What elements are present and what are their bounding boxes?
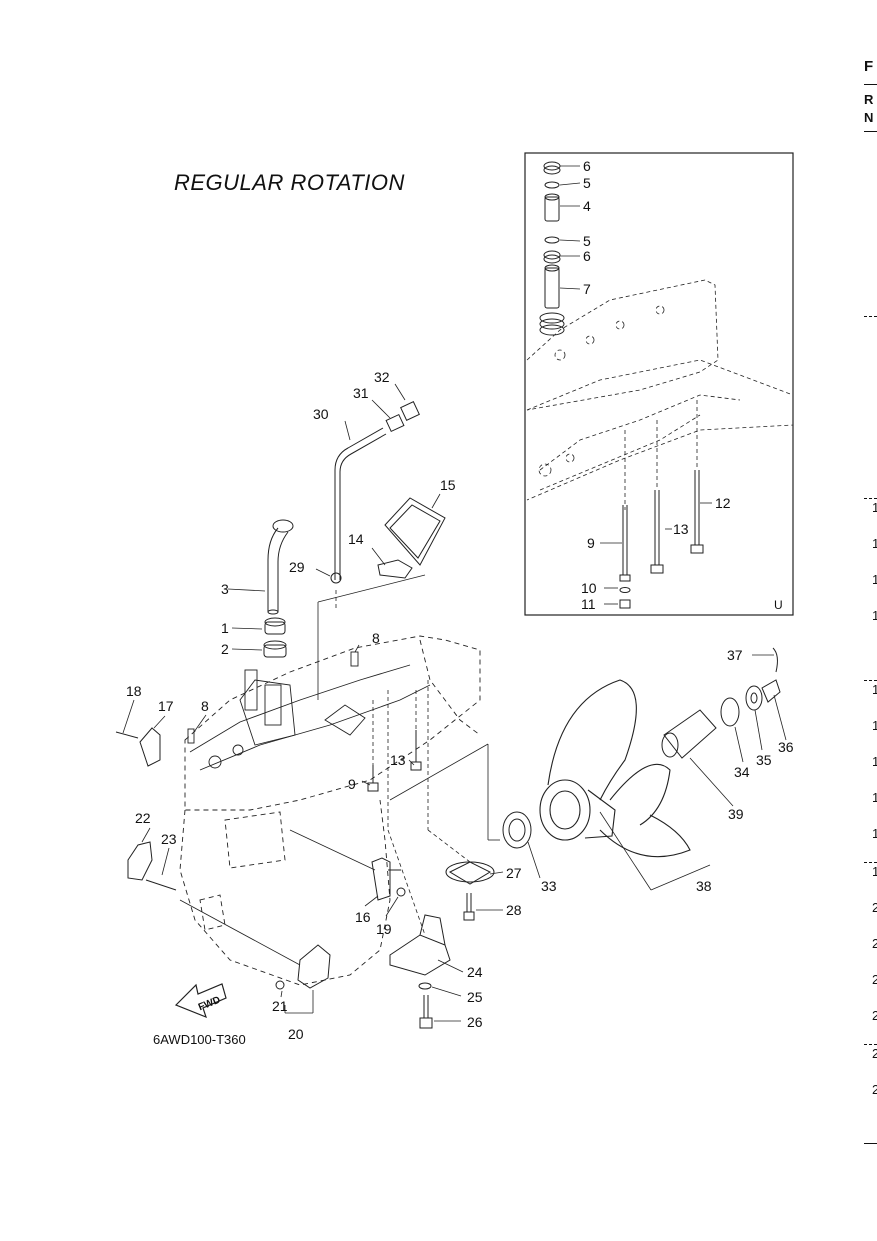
callout-12: 12 <box>715 495 731 511</box>
lower-case <box>179 635 481 986</box>
callout-23: 23 <box>161 831 177 847</box>
inset-corner-mark: U <box>774 598 783 612</box>
thrust-washer <box>502 811 532 849</box>
cavitation-plate <box>389 914 451 1029</box>
edge-row-9: 1 <box>872 826 877 841</box>
edge-row-13: 2 <box>872 972 877 987</box>
callout-19: 19 <box>376 921 392 937</box>
fwd-arrow-icon <box>174 983 227 1019</box>
edge-row-6: 1 <box>872 718 877 733</box>
callout-9b: 9 <box>348 776 356 792</box>
edge-rule-2 <box>864 131 877 132</box>
edge-rule-6 <box>864 862 877 863</box>
inset-housing <box>526 279 794 510</box>
edge-row-2: 1 <box>872 536 877 551</box>
edge-row-5: 1 <box>872 682 877 697</box>
callout-35: 35 <box>756 752 772 768</box>
inset-bolts <box>619 470 704 609</box>
edge-row-12: 2 <box>872 936 877 951</box>
callout-21: 21 <box>272 998 288 1014</box>
callout-3: 3 <box>221 581 229 597</box>
edge-row-7: 1 <box>872 754 877 769</box>
callout-9a: 9 <box>587 535 595 551</box>
callout-14: 14 <box>348 531 364 547</box>
edge-rule-8 <box>864 1143 877 1144</box>
edge-row-11: 2 <box>872 900 877 915</box>
inset-sleeve-stack <box>539 161 565 336</box>
edge-row-15: 2 <box>872 1046 877 1061</box>
callout-37: 37 <box>727 647 743 663</box>
callout-29: 29 <box>289 559 305 575</box>
edge-row-8: 1 <box>872 790 877 805</box>
edge-rule-4 <box>864 498 877 499</box>
propeller <box>539 679 691 858</box>
callout-34: 34 <box>734 764 750 780</box>
edge-row-4: 1 <box>872 608 877 623</box>
edge-rule-3 <box>864 316 877 317</box>
callout-24: 24 <box>467 964 483 980</box>
callout-15: 15 <box>440 477 456 493</box>
callout-6a: 6 <box>583 158 591 174</box>
callout-6b: 6 <box>583 248 591 264</box>
edge-row-1: 1 <box>872 500 877 515</box>
leader-lines <box>122 383 787 1022</box>
gaskets <box>377 497 446 579</box>
anodes <box>115 727 391 989</box>
edge-rule-5 <box>864 680 877 681</box>
callout-16: 16 <box>355 909 371 925</box>
fwd-arrow-label: FWD <box>197 995 222 1014</box>
edge-header-3: N <box>864 110 874 125</box>
callout-5a: 5 <box>583 175 591 191</box>
callout-22: 22 <box>135 810 151 826</box>
case-deck <box>187 651 431 771</box>
edge-header-2: R <box>864 92 874 107</box>
small-bolts <box>275 572 422 990</box>
edge-row-10: 1 <box>872 864 877 879</box>
water-tube <box>334 401 420 580</box>
callout-10: 10 <box>581 580 597 596</box>
callout-1: 1 <box>221 620 229 636</box>
callout-labels: 1 2 3 4 5 5 6 6 7 8 8 9 9 10 11 12 13 13… <box>126 158 794 1042</box>
callout-4: 4 <box>583 198 591 214</box>
callout-36: 36 <box>778 739 794 755</box>
callout-5b: 5 <box>583 233 591 249</box>
callout-32: 32 <box>374 369 390 385</box>
edge-header-1: F <box>864 58 874 75</box>
callout-33: 33 <box>541 878 557 894</box>
callout-18: 18 <box>126 683 142 699</box>
impeller <box>445 861 495 921</box>
callout-8a: 8 <box>372 630 380 646</box>
edge-rule-7 <box>864 1044 877 1045</box>
edge-row-16: 2 <box>872 1082 877 1097</box>
callout-2: 2 <box>221 641 229 657</box>
callout-25: 25 <box>467 989 483 1005</box>
callout-30: 30 <box>313 406 329 422</box>
diagram-title: REGULAR ROTATION <box>174 170 405 195</box>
callout-20: 20 <box>288 1026 304 1042</box>
inset-leader-lines <box>559 165 712 605</box>
callout-7: 7 <box>583 281 591 297</box>
edge-row-3: 1 <box>872 572 877 587</box>
callout-39: 39 <box>728 806 744 822</box>
callout-13b: 13 <box>390 752 406 768</box>
callout-31: 31 <box>353 385 369 401</box>
callout-27: 27 <box>506 865 522 881</box>
figure-code: 6AWD100-T360 <box>153 1032 246 1047</box>
callout-13a: 13 <box>673 521 689 537</box>
hub-parts <box>661 647 781 759</box>
callout-17: 17 <box>158 698 174 714</box>
water-pipe <box>263 519 294 658</box>
callout-11: 11 <box>581 596 596 612</box>
callout-26: 26 <box>467 1014 483 1030</box>
callout-38: 38 <box>696 878 712 894</box>
edge-rule-1 <box>864 84 877 85</box>
callout-28: 28 <box>506 902 522 918</box>
inset-frame <box>524 152 794 616</box>
dashed-links <box>335 590 471 936</box>
edge-row-14: 2 <box>872 1008 877 1023</box>
callout-8b: 8 <box>201 698 209 714</box>
